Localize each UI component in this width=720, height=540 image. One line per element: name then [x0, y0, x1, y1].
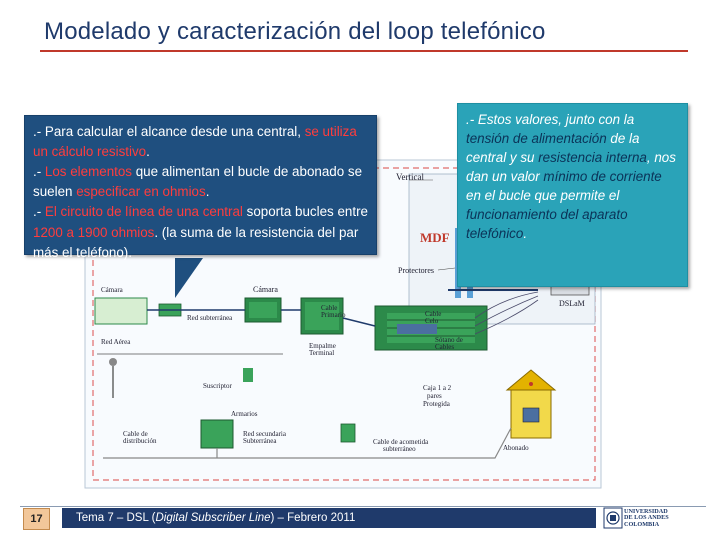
- armarios-label: Armarios: [231, 410, 258, 418]
- suscriptor-label: Suscriptor: [203, 382, 232, 390]
- footer-divider: [20, 506, 706, 507]
- vertical-label: Vertical: [396, 172, 424, 182]
- cable-distribucion-label-2: distribución: [123, 437, 157, 445]
- dslam-label: DSLaM: [559, 299, 585, 308]
- university-logo-text: UNIVERSIDAD DE LOS ANDES COLOMBIA: [624, 508, 669, 528]
- camara-label: Cámara: [101, 286, 124, 294]
- caja-label-1: Caja 1 a 2: [423, 384, 452, 392]
- cable-primario-label-1: Cable: [321, 304, 337, 312]
- cable-distribucion-label-1: Cable de: [123, 430, 148, 438]
- caja-label-3: Protegida: [423, 400, 451, 408]
- red-subterranea-label: Red subterránea: [187, 314, 233, 322]
- cable-celo-label-1: Cable: [425, 310, 441, 318]
- title-underline: [40, 50, 688, 52]
- empalme-label-1: Empalme: [309, 342, 336, 350]
- armario-box: [200, 419, 234, 449]
- camara-label-2: Cámara: [253, 285, 278, 294]
- university-logo: [603, 507, 623, 529]
- cable-celo-label-2: Celo: [425, 317, 439, 325]
- red-secundaria-label-1: Red secundaria: [243, 430, 287, 438]
- camara-left: [94, 297, 148, 325]
- left-callout: .- Para calcular el alcance desde una ce…: [24, 115, 377, 260]
- red-secundaria-label-2: Subterránea: [243, 437, 277, 445]
- cable-acometida-label-2: subterráneo: [383, 445, 416, 453]
- abonado-label: Abonado: [503, 444, 529, 452]
- caja-label-2: pares: [427, 392, 442, 400]
- empalme-label-2: Terminal: [309, 349, 334, 357]
- cable-acometida-label-1: Cable de acometida: [373, 438, 429, 446]
- sotano-label-1: Sótano de: [435, 336, 463, 344]
- left-callout-pointer: [175, 258, 203, 298]
- protectores-label: Protectores: [398, 266, 434, 275]
- mdf-label: MDF: [420, 230, 450, 245]
- sotano-label-2: Cables: [435, 343, 454, 351]
- footer-dsl: Digital Subscriber Line: [155, 512, 271, 524]
- red-aerea-label: Red Aérea: [101, 338, 131, 346]
- telephone-icon: [522, 407, 540, 423]
- right-callout: .- Estos valores, junto con la tensión d…: [457, 103, 688, 287]
- footer-tema: Tema 7 – DSL (: [76, 512, 156, 524]
- footer-fecha: ) – Febrero 2011: [270, 512, 356, 524]
- cable-primario-label-2: Primario: [321, 311, 346, 319]
- footer-bar: Tema 7 – DSL (Digital Subscriber Line) –…: [62, 508, 596, 528]
- slide-title: Modelado y caracterización del loop tele…: [44, 18, 546, 45]
- page-number: 17: [23, 508, 50, 530]
